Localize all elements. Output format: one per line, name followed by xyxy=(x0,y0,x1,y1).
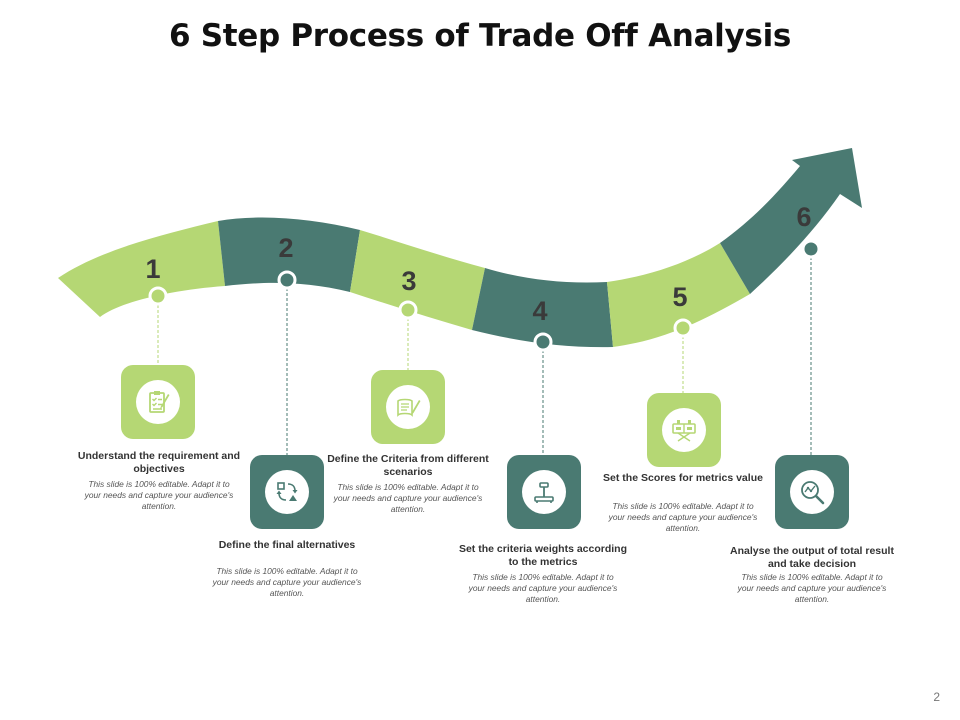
arrow-segment-1 xyxy=(58,221,225,317)
weighing-scale-icon xyxy=(534,482,554,503)
step-1-icon-box xyxy=(121,365,195,439)
arrow-segment-6 xyxy=(720,148,862,294)
node-dot-6 xyxy=(801,239,821,259)
step-2-title: Define the final alternatives xyxy=(218,539,356,551)
step-1-title: Understand the requirement and objective… xyxy=(77,450,241,475)
arrow-segment-5 xyxy=(607,243,750,347)
arrow-segment-3 xyxy=(350,230,485,330)
step-4-description: This slide is 100% editable. Adapt it to… xyxy=(468,572,618,604)
step-number-1: 1 xyxy=(145,254,160,284)
step-5-description: This slide is 100% editable. Adapt it to… xyxy=(608,501,758,533)
step-number-5: 5 xyxy=(672,282,687,312)
scoreboard-icon xyxy=(672,420,696,442)
node-dot-2 xyxy=(277,270,297,290)
step-3-icon-box xyxy=(371,370,445,444)
step-2-icon-box xyxy=(250,455,324,529)
step-3-title: Define the Criteria from different scena… xyxy=(327,453,489,478)
magnifier-chart-icon xyxy=(801,481,825,505)
page-number: 2 xyxy=(933,690,940,704)
node-dot-5 xyxy=(673,318,693,338)
node-dot-3 xyxy=(398,300,418,320)
step-1-description: This slide is 100% editable. Adapt it to… xyxy=(84,479,234,511)
step-number-6: 6 xyxy=(796,202,811,232)
step-3-description: This slide is 100% editable. Adapt it to… xyxy=(333,482,483,514)
step-number-4: 4 xyxy=(532,296,547,326)
arrow-segment-2 xyxy=(218,217,360,292)
step-number-2: 2 xyxy=(278,233,293,263)
step-6-icon-box xyxy=(775,455,849,529)
node-dot-4 xyxy=(533,332,553,352)
step-5-icon-box xyxy=(647,393,721,467)
step-2-description: This slide is 100% editable. Adapt it to… xyxy=(212,566,362,598)
page-title: 6 Step Process of Trade Off Analysis xyxy=(168,18,792,54)
step-6-title: Analyse the output of total result and t… xyxy=(730,545,894,570)
clipboard-checklist-icon xyxy=(149,391,170,413)
shapes-cycle-icon xyxy=(276,482,298,501)
document-pen-icon xyxy=(397,398,421,417)
step-4-title: Set the criteria weights according to th… xyxy=(458,543,628,568)
step-5-title: Set the Scores for metrics value xyxy=(603,472,763,484)
step-4-icon-box xyxy=(507,455,581,529)
step-6-description: This slide is 100% editable. Adapt it to… xyxy=(737,572,887,604)
step-number-3: 3 xyxy=(401,266,416,296)
arrow-segment-4 xyxy=(472,268,613,348)
node-dot-1 xyxy=(148,286,168,306)
